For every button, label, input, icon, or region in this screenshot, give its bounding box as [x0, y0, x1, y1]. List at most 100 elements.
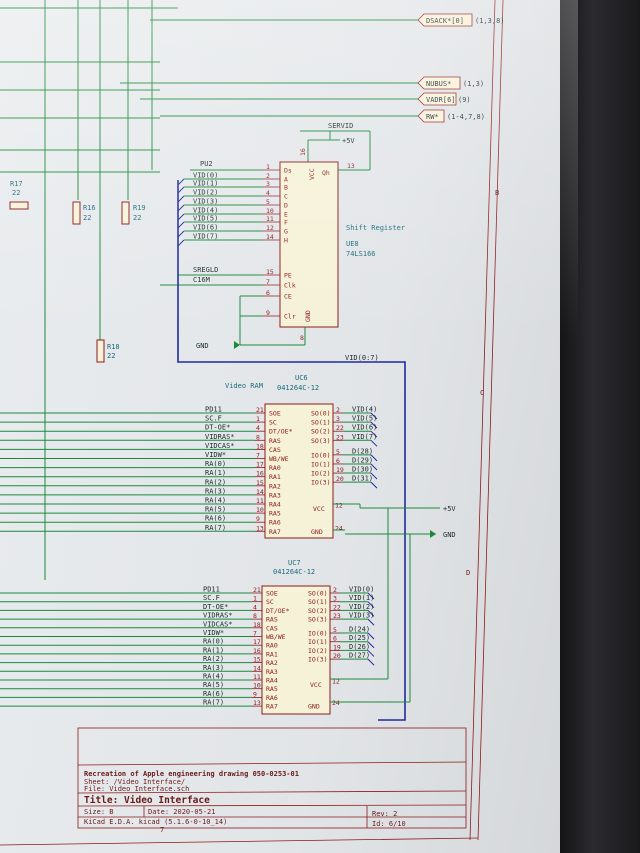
uc6-pin-name: IO(0)	[311, 451, 331, 459]
resistor-r17: R17 22	[9, 180, 29, 210]
uc6-pin-name: RA3	[269, 491, 281, 499]
uc6-pin-number: 15	[256, 479, 264, 487]
svg-text:Recreation of Apple engineerin: Recreation of Apple engineering drawing …	[84, 770, 299, 778]
uc6-pin-name: SO(0)	[311, 410, 331, 418]
resistor-r16: R16 22	[72, 201, 96, 225]
uc6-pin-name: SOE	[269, 410, 281, 418]
uc7-pin-number: 16	[253, 647, 261, 655]
uc7-pin-number: 23	[333, 612, 341, 620]
hier-label-nubus: NUBUS* (1,3)	[417, 76, 484, 90]
sr-pin-number: 4	[266, 189, 270, 197]
sr-input-label: VID(5)	[193, 215, 218, 223]
svg-text:22: 22	[133, 214, 141, 222]
uc6-signal-label: RA(4)	[205, 497, 226, 505]
sr-pin-name: Clr	[284, 313, 296, 321]
uc6-pin-number: 10	[256, 506, 264, 514]
uc6-pin-name: SO(2)	[311, 428, 331, 436]
frame-row-b: B	[495, 189, 499, 197]
uc7-pin-name: RA6	[266, 694, 278, 702]
uc6-pin-number: 8	[256, 433, 260, 441]
sr-pin-name: C	[284, 193, 288, 201]
uc6-net-label: D(31)	[352, 475, 373, 483]
uc6-signal-label: RA(1)	[205, 469, 226, 477]
uc6-pin-number: 20	[336, 475, 344, 483]
svg-text:R16: R16	[83, 204, 96, 212]
uc7-pin-name: RA0	[266, 642, 278, 650]
uc6-pin-number: 19	[336, 466, 344, 474]
uc6-signal-label: RA(3)	[205, 487, 226, 495]
uc7-signal-label: RA(7)	[203, 699, 224, 707]
uc6-pin-number: 3	[336, 415, 340, 423]
uc6-pin-name: IO(2)	[311, 470, 331, 478]
uc6-pin-number: 17	[256, 461, 264, 469]
svg-text:Date: 2020-05-21: Date: 2020-05-21	[148, 808, 215, 816]
uc6-pin-number: 7	[256, 452, 260, 460]
svg-text:KiCad E.D.A. kicad (5.1.6-0-1: KiCad E.D.A. kicad (5.1.6-0-10_14)	[84, 818, 227, 826]
uc6-pin-number: 13	[256, 524, 264, 532]
uc6-pin-number: 1	[256, 415, 260, 423]
uc7-signal-label: VIDW*	[203, 629, 224, 637]
sr-pin-number: 1	[266, 163, 270, 171]
sr-pin-number: 12	[266, 224, 274, 232]
uc7-signal-label: RA(2)	[203, 655, 224, 663]
chip-uc7-body	[261, 585, 331, 715]
uc7-pin-number: 11	[253, 673, 261, 681]
uc6-pin-name: SO(1)	[311, 419, 331, 427]
sr-pin-name: F	[284, 219, 288, 227]
uc7-pin-name: IO(3)	[308, 656, 328, 664]
uc7-signal-label: DT-OE*	[203, 603, 228, 611]
svg-text:041264C-12: 041264C-12	[277, 384, 319, 392]
uc6-pin-number: 21	[256, 406, 264, 414]
sr-pin-name: H	[284, 237, 288, 245]
uc7-pin-name: SO(2)	[308, 607, 328, 615]
uc7-pin-name: SO(1)	[308, 598, 328, 606]
sr-pin-name: Ds	[284, 167, 292, 175]
uc6-signal-label: DT-OE*	[205, 424, 230, 432]
uc7-pin-name: SOE	[266, 590, 278, 598]
svg-text:74LS166: 74LS166	[346, 250, 376, 258]
uc7-pin-name: CAS	[266, 624, 278, 632]
resistor-r18: R18 22	[96, 339, 120, 363]
uc7-pin-number: 3	[333, 595, 337, 603]
uc6-signal-label: VIDW*	[205, 451, 226, 459]
uc7-pin-number: 7	[253, 630, 257, 638]
svg-text:(1,3): (1,3)	[463, 80, 484, 88]
sr-input-label: VID(7)	[193, 233, 218, 241]
sr-pin-number: 2	[266, 172, 270, 180]
uc7-pin-number: 5	[333, 626, 337, 634]
svg-text:22: 22	[12, 189, 20, 197]
svg-text:13: 13	[347, 162, 355, 170]
svg-text:NUBUS*: NUBUS*	[426, 80, 451, 88]
uc7-signal-label: RA(4)	[203, 673, 224, 681]
sr-pin-name: PE	[284, 272, 292, 280]
hier-label-dsack: DSACK*[0] (1,3,8)	[417, 13, 505, 27]
uc7-pin-number: 20	[333, 652, 341, 660]
uc6-signal-label: SC.F	[205, 415, 222, 423]
sheet-frame: B C D 7	[0, 0, 504, 846]
uc6-pin-number: 18	[256, 442, 264, 450]
chip-uc6-body	[264, 403, 334, 539]
uc7-signal-label: SC.F	[203, 594, 220, 602]
uc7-pin-name: WB/WE	[266, 633, 286, 641]
svg-text:DSACK*[0]: DSACK*[0]	[426, 17, 464, 25]
uc7-net-label: VID(0)	[349, 586, 374, 594]
uc6-net-label: VID(7)	[352, 433, 377, 441]
uc6-net-label: D(28)	[352, 447, 373, 455]
sr-pin-name: Clk	[284, 282, 296, 290]
uc6-gnd-name: GND	[311, 528, 323, 536]
monitor-bezel	[560, 0, 640, 853]
svg-text:UE8: UE8	[346, 240, 359, 248]
hier-label-rw: RW* (1-4,7,8)	[417, 109, 485, 123]
uc7-pin-number: 22	[333, 603, 341, 611]
uc7-net-label: D(25)	[349, 634, 370, 642]
sr-pin-name: E	[284, 211, 288, 219]
uc7-pin-number: 14	[253, 664, 261, 672]
hier-label-vadr: VADR[6] (9)	[417, 92, 471, 106]
sr-pin-number: 5	[266, 198, 270, 206]
sr-input-label: VID(2)	[193, 189, 218, 197]
uc6-pin-number: 23	[336, 433, 344, 441]
sr-pin-number: 14	[266, 233, 274, 241]
uc7-signal-label: RA(1)	[203, 646, 224, 654]
uc6-pin-name: WB/WE	[269, 455, 289, 463]
